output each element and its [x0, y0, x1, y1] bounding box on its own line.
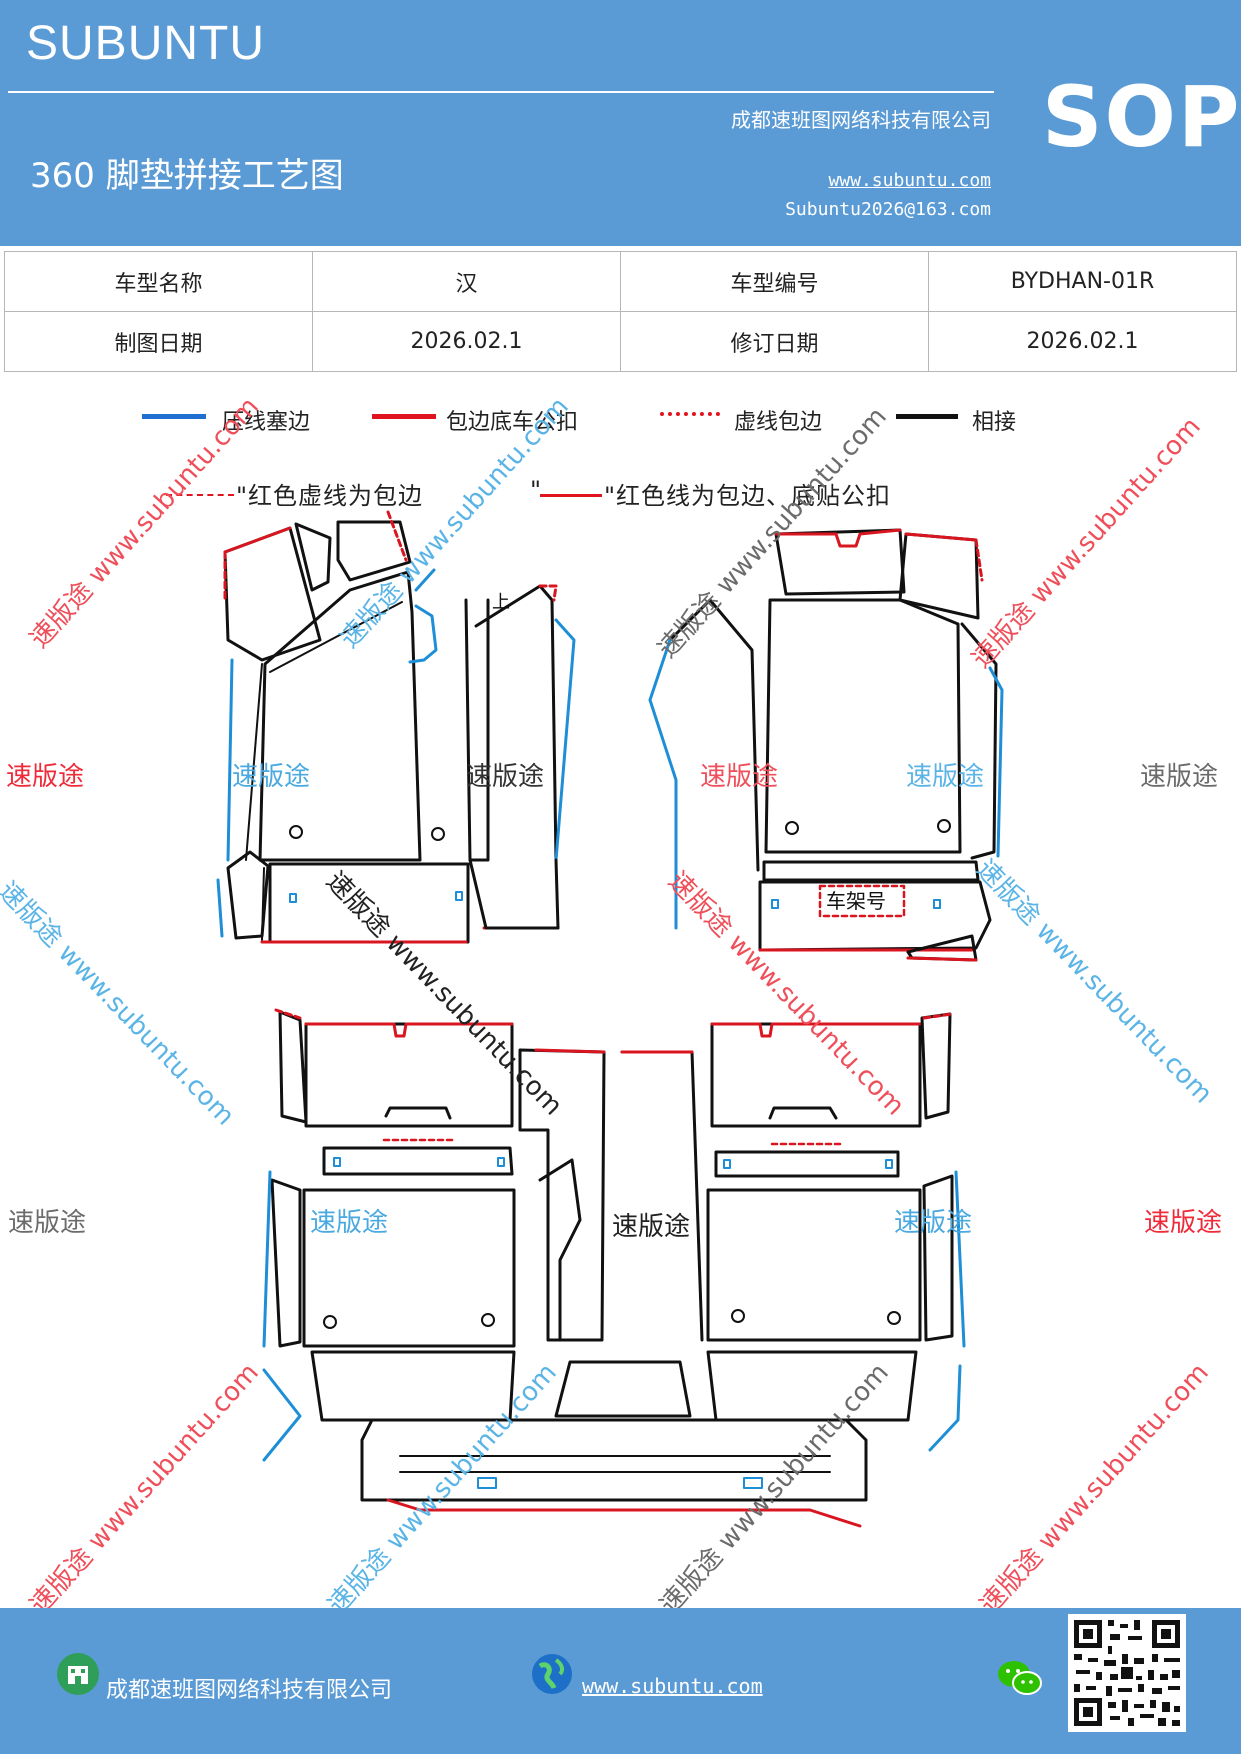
- table-row: 车型名称 汉 车型编号 BYDHAN-01R: [4, 251, 1237, 312]
- table-row: 制图日期 2026.02.1 修订日期 2026.02.1: [4, 311, 1237, 372]
- watermark-brand: 速版途: [232, 762, 311, 792]
- legend-line-red-dashed: [660, 412, 720, 416]
- legend-line-red: [372, 414, 436, 419]
- watermark-brand: 速版途: [8, 1208, 87, 1238]
- note-solid-sample: [540, 494, 602, 497]
- note-quote-open: ": [530, 476, 543, 504]
- footer-banner: 成都速班图网络科技有限公司 www.subuntu.com: [0, 1608, 1241, 1754]
- value-draw-date: 2026.02.1: [312, 311, 621, 372]
- watermark-brand: 速版途: [700, 762, 779, 792]
- header-banner: SUBUNTU 360 脚垫拼接工艺图 成都速班图网络科技有限公司 www.su…: [0, 0, 1241, 246]
- company-name: 成都速班图网络科技有限公司: [731, 108, 991, 132]
- label-revision-date: 修订日期: [620, 311, 929, 372]
- note-dashed-sample: [166, 494, 234, 496]
- watermark-brand: 速版途: [894, 1208, 973, 1238]
- watermark-brand: 速版途: [466, 762, 545, 792]
- sop-badge: SOP: [1042, 68, 1241, 166]
- mat-front-right: [648, 528, 1004, 962]
- value-revision-date: 2026.02.1: [928, 311, 1237, 372]
- document-title: 360 脚垫拼接工艺图: [30, 156, 344, 196]
- wechat-icon: [998, 1661, 1042, 1695]
- mat-rear: [262, 1008, 966, 1528]
- website-link[interactable]: www.subuntu.com: [828, 170, 991, 191]
- mat-front-left: [216, 510, 576, 944]
- watermark-brand: 速版途: [906, 762, 985, 792]
- top-mark-label: 上: [492, 592, 510, 613]
- label-model-name: 车型名称: [4, 251, 313, 312]
- floor-mat-diagram: 上 车架号: [216, 510, 1004, 1528]
- email-address[interactable]: Subuntu2026@163.com: [785, 199, 991, 220]
- brand-name: SUBUNTU: [26, 17, 266, 70]
- header-divider: [8, 91, 994, 93]
- frame-number-label: 车架号: [826, 889, 886, 913]
- globe-icon: [532, 1654, 572, 1694]
- label-model-code: 车型编号: [620, 251, 929, 312]
- legend-line-blue: [142, 414, 206, 419]
- legend-label-press-line: 压线塞边: [222, 410, 311, 435]
- watermark-brand: 速版途: [310, 1208, 389, 1238]
- legend-label-edge-buckle: 包边底车公扣: [446, 410, 579, 435]
- watermark-brand: 速版途: [6, 762, 85, 792]
- building-icon: [57, 1653, 99, 1695]
- qr-code-icon[interactable]: [1068, 1614, 1186, 1732]
- watermark-brand: 速版途: [1140, 762, 1219, 792]
- vehicle-info-table: 车型名称 汉 车型编号 BYDHAN-01R 制图日期 2026.02.1 修订…: [4, 251, 1237, 372]
- legend-label-joined: 相接: [972, 410, 1017, 435]
- note-dashed-edge: "红色虚线为包边: [236, 482, 424, 510]
- legend-line-black: [896, 414, 958, 419]
- watermark-brand: 速版途: [612, 1212, 691, 1242]
- footer-company-name: 成都速班图网络科技有限公司: [106, 1678, 393, 1703]
- note-solid-edge: "红色线为包边、底贴公扣: [604, 482, 892, 510]
- value-model-code: BYDHAN-01R: [928, 251, 1237, 312]
- footer-website-link[interactable]: www.subuntu.com: [582, 1674, 763, 1698]
- legend-label-dashed-edge: 虚线包边: [734, 410, 823, 435]
- value-model-name: 汉: [312, 251, 621, 312]
- label-draw-date: 制图日期: [4, 311, 313, 372]
- watermark-brand: 速版途: [1144, 1208, 1223, 1238]
